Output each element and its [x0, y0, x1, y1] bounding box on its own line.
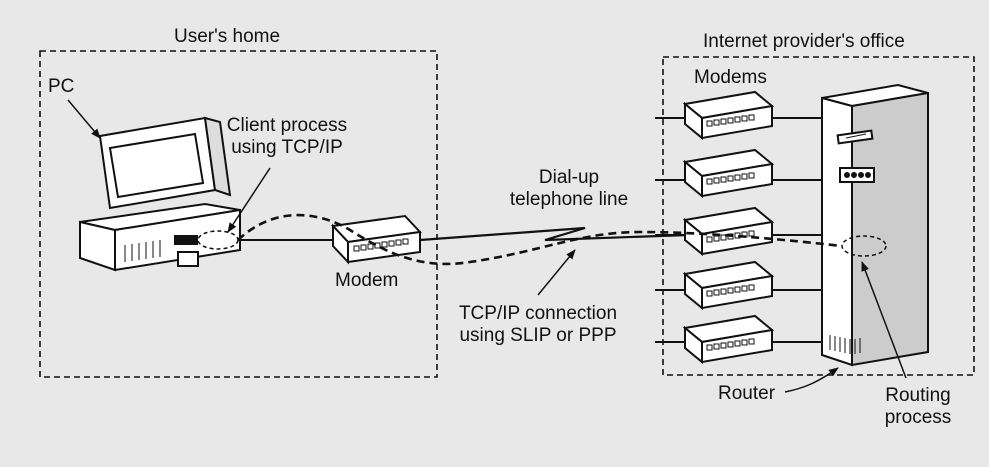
- router-icon: [821, 83, 929, 367]
- isp-modem-icon: [655, 148, 822, 199]
- dialup-line2: telephone line: [509, 189, 629, 210]
- tcpip-pointer-arrow: [537, 249, 576, 296]
- modem-label: Modem: [335, 270, 399, 291]
- pc-pointer-arrow: [67, 99, 101, 139]
- client-process-line2: using TCP/IP: [231, 137, 343, 158]
- users-home-label: User's home: [174, 26, 281, 47]
- tcpip-connection-label: TCP/IP connection using SLIP or PPP: [438, 303, 638, 347]
- router-label: Router: [718, 383, 776, 404]
- dialup-line1: Dial-up: [538, 167, 600, 188]
- client-process-pointer-arrow: [227, 167, 271, 233]
- client-process-line1: Client process: [226, 115, 348, 136]
- routing-line2: process: [884, 407, 952, 428]
- pc-label: PC: [48, 76, 75, 97]
- modems-label: Modems: [694, 67, 767, 88]
- routing-process-pointer-arrow: [861, 261, 907, 379]
- isp-modem-icon: [655, 90, 822, 141]
- isp-office-label: Internet provider's office: [703, 31, 905, 52]
- routing-line1: Routing: [885, 385, 951, 406]
- isp-modem-icon: [655, 206, 822, 257]
- home-modem-icon: [330, 214, 423, 265]
- routing-process-label: Routing process: [868, 385, 968, 429]
- dialup-label: Dial-up telephone line: [494, 167, 644, 211]
- tcpip-connection-path: [237, 213, 843, 266]
- isp-modem-icon: [655, 314, 822, 365]
- router-pointer-arrow: [784, 367, 839, 393]
- isp-modem-icon: [655, 260, 822, 311]
- tcpip-line2: using SLIP or PPP: [459, 325, 617, 346]
- isp-office-region: [662, 56, 975, 376]
- client-process-label: Client process using TCP/IP: [212, 115, 362, 159]
- dialup-telephone-line: [419, 226, 689, 242]
- tcpip-line1: TCP/IP connection: [458, 303, 618, 324]
- pc-icon: [79, 116, 241, 272]
- users-home-region: [39, 50, 438, 378]
